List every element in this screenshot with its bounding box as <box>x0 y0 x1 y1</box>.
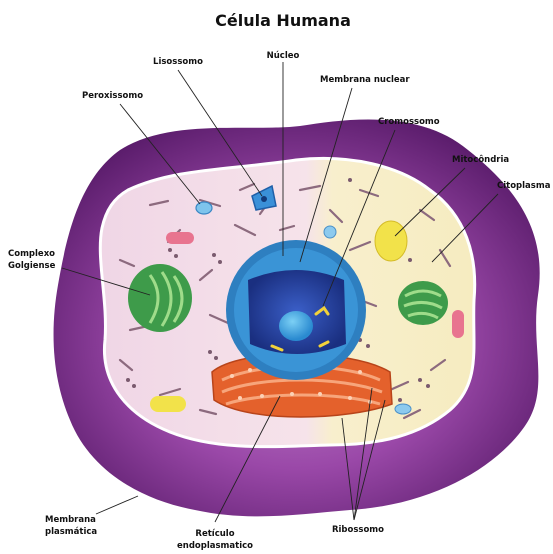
label-lisossomo: Lisossomo <box>153 57 203 67</box>
label-peroxissomo: Peroxissomo <box>82 91 143 101</box>
vesicle-pink <box>166 232 194 244</box>
label-membrana: Membrana <box>45 515 96 525</box>
label-mitocondria: Mitocôndria <box>452 154 509 165</box>
label-golgiense: Golgiense <box>8 261 56 271</box>
vesicle-yellow <box>150 396 186 412</box>
vesicle-pink <box>452 310 464 338</box>
label-ribossomo: Ribossomo <box>332 525 384 535</box>
vesicle-blue <box>395 404 411 414</box>
golgi-apparatus <box>128 264 192 332</box>
nucleus <box>226 240 366 380</box>
label-cromossomo: Cromossomo <box>378 117 440 127</box>
vesicle-blue <box>324 226 336 238</box>
peroxisome <box>196 202 212 214</box>
label-membrana-nuclear: Membrana nuclear <box>320 75 410 85</box>
label-nucleo: Núcleo <box>267 51 300 61</box>
label-complexo: Complexo <box>8 249 55 259</box>
label-plasmatica: plasmática <box>45 527 97 537</box>
mitochondria <box>398 281 448 325</box>
label-endoplasmatico: endoplasmatico <box>177 541 253 551</box>
label-reticulo: Retículo <box>195 529 234 539</box>
label-citoplasma: Citoplasma <box>497 181 551 191</box>
vesicle-yellow <box>375 221 407 261</box>
diagram-title: Célula Humana <box>215 11 351 30</box>
